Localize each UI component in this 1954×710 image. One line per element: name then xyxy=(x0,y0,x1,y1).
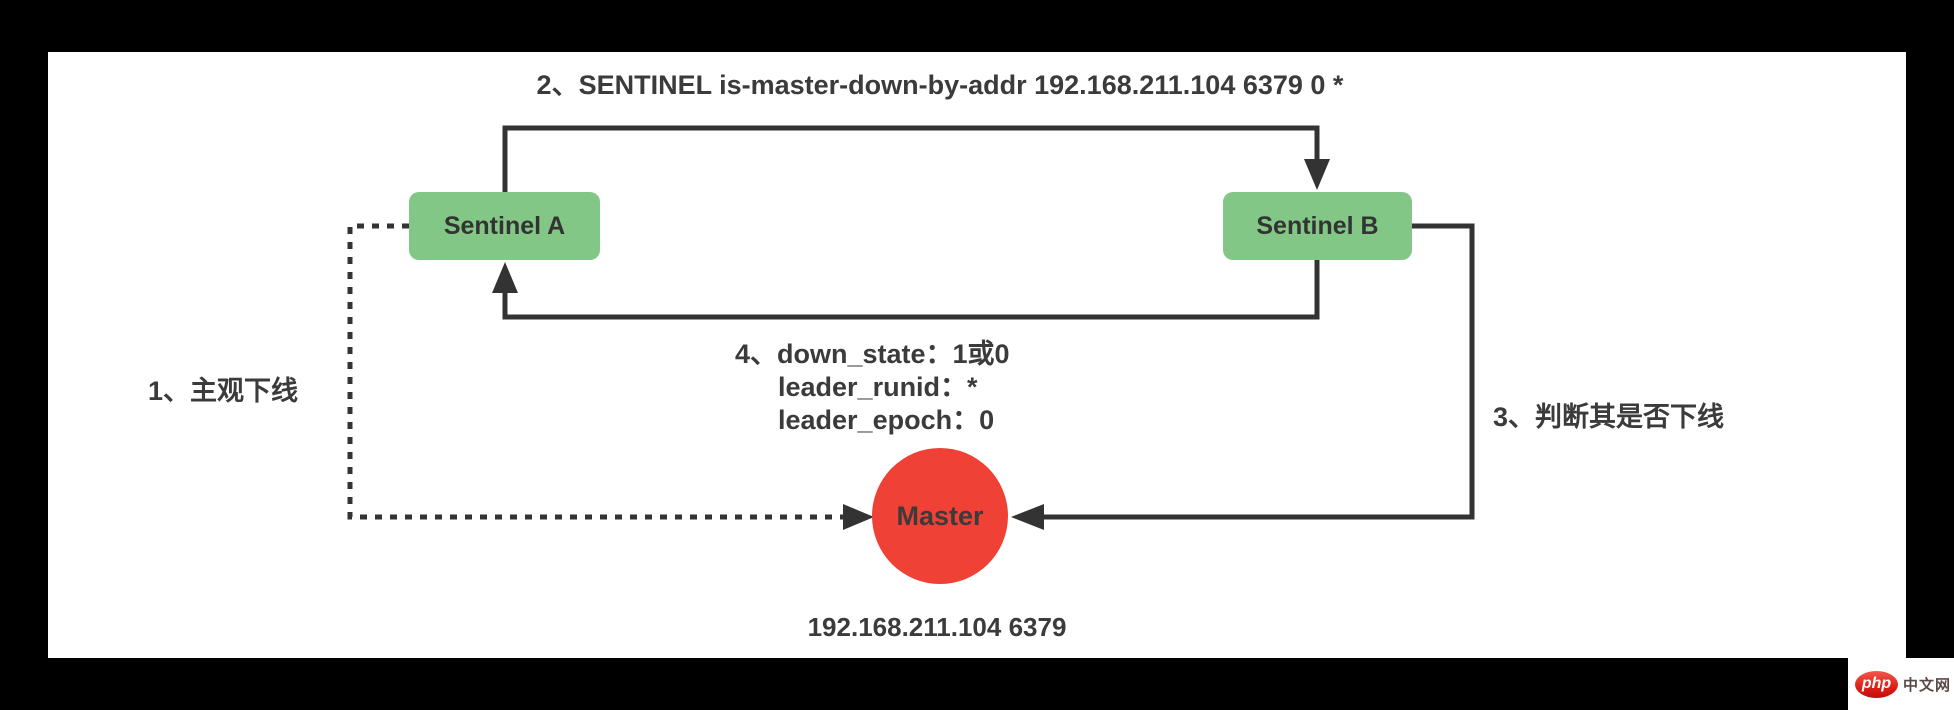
frame-left-bar xyxy=(0,0,48,710)
arrowhead-into-sentinel-a xyxy=(492,262,518,293)
watermark-site-text: 中文网 xyxy=(1903,676,1952,694)
frame-top-bar xyxy=(0,0,1954,52)
node-master-label: Master xyxy=(896,500,984,531)
step3-label: 3、判断其是否下线 xyxy=(1493,402,1725,432)
node-sentinel-b-label: Sentinel B xyxy=(1256,211,1379,240)
connector-step2-line xyxy=(502,125,1320,192)
php-logo-icon: php xyxy=(1855,670,1898,698)
arrowhead-into-master-left xyxy=(843,504,874,530)
node-sentinel-a-label: Sentinel A xyxy=(443,211,566,240)
step2-command-label: 2、SENTINEL is-master-down-by-addr 192.16… xyxy=(536,70,1344,100)
frame-right-bar xyxy=(1906,0,1954,658)
watermark: php 中文网 xyxy=(1848,658,1954,710)
step4-params-line2: leader_runid：* xyxy=(778,372,978,402)
frame-bottom-bar xyxy=(0,658,1848,710)
connector-step4-line xyxy=(502,260,1320,320)
node-sentinel-b: Sentinel B xyxy=(1223,192,1412,260)
step4-params-line3: leader_epoch：0 xyxy=(778,405,995,435)
node-sentinel-a: Sentinel A xyxy=(409,192,600,260)
arrowhead-into-sentinel-b xyxy=(1304,159,1330,190)
step4-params-label: 4、down_state：1或0 leader_runid：* leader_e… xyxy=(735,338,1010,437)
connector-step3-line xyxy=(1044,223,1475,520)
step4-params-line1: 4、down_state：1或0 xyxy=(735,339,1010,369)
step1-label: 1、主观下线 xyxy=(148,376,299,406)
arrowhead-into-master-right xyxy=(1011,504,1044,530)
master-address-label: 192.168.211.104 6379 xyxy=(807,612,1067,642)
node-master: Master xyxy=(872,448,1008,584)
